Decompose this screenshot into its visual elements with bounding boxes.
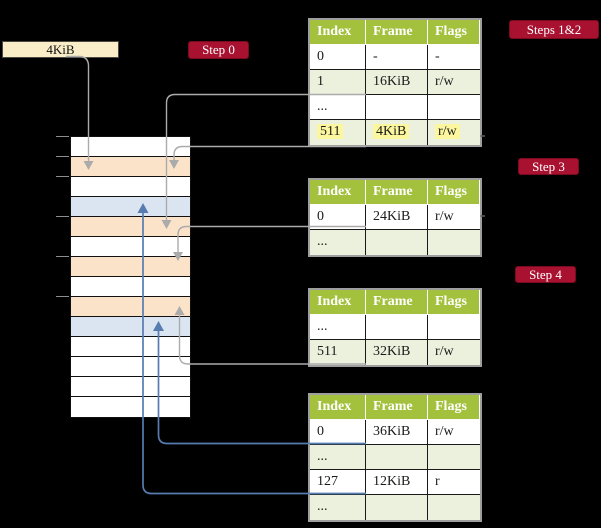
memory-tick-1 [56,136,69,137]
table-cell: 511 [310,340,366,365]
table-cell: 32KiB [366,340,428,365]
memory-row-9 [71,297,190,317]
table-header-cell: Index [310,395,366,419]
badge-step-3: Step 3 [518,158,579,175]
table-cell: 0 [310,205,366,229]
memory-row-10 [71,317,190,337]
table-row: ... [310,495,480,520]
table-cell: r/w [428,120,480,145]
memory-row-1 [71,137,190,157]
table-cell: 4KiB [366,120,428,145]
table-cell: ... [310,495,366,520]
table-cell: - [435,49,440,64]
table-cell: ... [310,95,366,119]
table-row: ... [310,230,480,255]
table-cell: ... [310,315,366,339]
table-cell: 24KiB [366,205,428,229]
table-cell: - [366,45,428,69]
table-header-cell: Index [310,180,366,204]
badge-steps-1-2: Steps 1&2 [509,20,599,39]
table-cell: 1 [310,70,366,94]
table-row: ... [310,445,480,470]
memory-row-13 [71,377,190,397]
table-header-cell: Frame [366,180,428,204]
memory-row-7 [71,257,190,277]
table-cell [428,315,480,339]
table-cell: 127 [310,470,366,494]
table-cell: ... [310,445,366,469]
table-row: 0-- [310,45,480,70]
table-cell: r/w [435,424,454,439]
table-header-cell: Flags [428,20,480,44]
table-cell [366,445,428,469]
memory-tick-5 [56,256,69,257]
table-cell: 36KiB [366,420,428,444]
highlighted-value: 511 [317,124,344,139]
table-cell: 16KiB [366,70,428,94]
table-cell [366,315,428,339]
memory-row-14 [71,397,190,417]
highlighted-value: r/w [435,124,460,139]
table-header-cell: Flags [428,290,480,314]
table-cell [428,95,480,119]
table-header-cell: Frame [366,395,428,419]
table-cell: r [435,474,440,489]
memory-tick-6 [56,296,69,297]
badge-step-0: Step 0 [188,41,249,59]
table-header-cell: Flags [428,180,480,204]
memory-row-6 [71,237,190,257]
table-cell [366,495,428,520]
frame-size-label: 4KiB [46,41,75,57]
connector-t1r511-to-row2 [169,145,366,169]
table-header-cell: Index [310,20,366,44]
table-cell: 12KiB [366,470,428,494]
table-cell [428,230,480,255]
table-cell: ... [310,230,366,255]
table-row: 511 4KiB r/w [310,120,480,145]
memory-row-8 [71,277,190,297]
table-row: ... [310,315,480,340]
memory-row-4 [71,197,190,217]
table-cell: r/w [435,209,454,224]
table-cell: r/w [435,344,454,359]
highlighted-value: 4KiB [373,124,410,139]
table-cell: r/w [435,74,454,89]
table-cell: 0 [310,420,366,444]
table-header-cell: Frame [366,20,428,44]
table-cell [428,495,480,520]
table-cell [366,95,428,119]
physical-memory-stack [70,136,191,418]
table-header-cell: Flags [428,395,480,419]
badge-step-4: Step 4 [515,266,576,283]
table-header-cell: Frame [366,290,428,314]
memory-row-5 [71,217,190,237]
memory-row-3 [71,177,190,197]
table-row: ... [310,95,480,120]
table-cell: 511 [310,120,366,145]
table-cell [428,445,480,469]
memory-tick-4 [56,216,69,217]
table-cell: 0 [310,45,366,69]
memory-tick-3 [56,176,69,177]
memory-row-11 [71,337,190,357]
table-cell [366,230,428,255]
frame-size-box: 4KiB [2,41,119,58]
memory-row-12 [71,357,190,377]
memory-tick-2 [56,156,69,157]
table-header-cell: Index [310,290,366,314]
memory-row-2 [71,157,190,177]
